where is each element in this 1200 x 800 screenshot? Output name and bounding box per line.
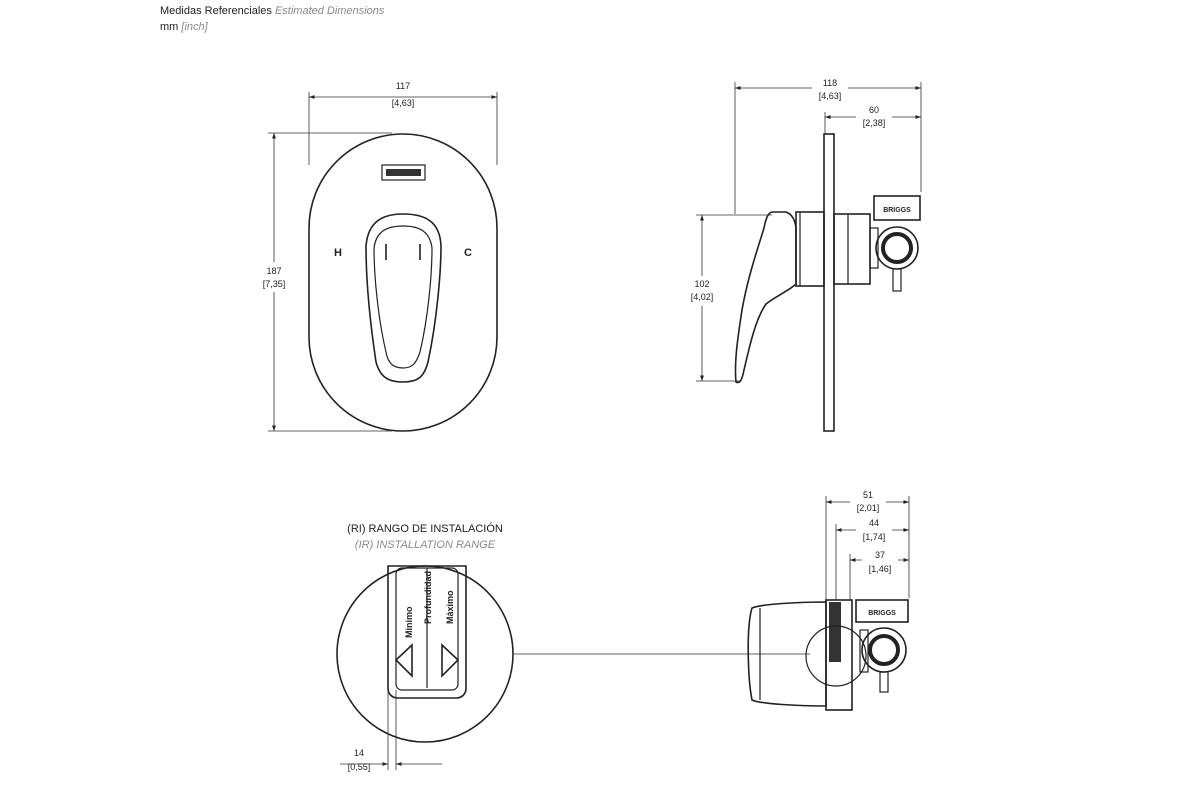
side-body-depth-mm: 60 (869, 105, 879, 115)
install-range-detail: (RI) RANGO DE INSTALACIÓN (IR) INSTALLAT… (336, 522, 810, 772)
install-range-title-es: (RI) RANGO DE INSTALACIÓN (347, 522, 503, 535)
side-total-depth-in: [4,63] (819, 91, 842, 101)
install-width-dimension: 14 [0,55] (340, 690, 442, 772)
install-brand-box (855, 599, 909, 623)
install-gauge-strip (829, 602, 841, 662)
install-valve-clip (859, 629, 869, 673)
detail-gauge-plate (387, 565, 467, 699)
front-width-in: [4,63] (392, 98, 415, 108)
side-outlet-pipe (892, 268, 902, 292)
side-view: 118 [4,63] 60 [2,38] 102 [4,02] (684, 76, 922, 432)
install-side-d2-in: [1,74] (863, 532, 886, 542)
gauge-label-max: Máximo (445, 590, 455, 624)
install-width-mm: 14 (354, 748, 364, 758)
front-height-mm: 187 (266, 266, 281, 276)
install-side-dim-44: 44 [1,74] (835, 517, 909, 600)
unit-mm: mm (160, 21, 179, 33)
install-side-d3-mm: 37 (875, 550, 885, 560)
logo-icon (386, 169, 421, 176)
side-valve-body (833, 213, 871, 285)
install-side-d3-in: [1,46] (869, 564, 892, 574)
side-valve-clip (869, 227, 879, 269)
cover-plate (308, 133, 498, 432)
install-side-d2-mm: 44 (869, 518, 879, 528)
install-side-dim-37: 37 [1,46] (849, 548, 909, 600)
side-valve-core (881, 232, 913, 264)
front-height-dimension: 187 [7,35] (256, 132, 392, 432)
install-protective-cap (747, 601, 827, 707)
gauge-label-min: Minimo (404, 606, 414, 638)
install-side-dim-51: 51 [2,01] (825, 488, 910, 600)
gauge-label-depth: Profundidad (423, 571, 433, 624)
side-handle-height-mm: 102 (694, 279, 709, 289)
side-total-depth-mm: 118 (823, 78, 837, 88)
header-title: Medidas Referenciales Estimated Dimensio… (160, 5, 384, 17)
gauge-triangle-max (441, 643, 460, 678)
side-handle-height-in: [4,02] (691, 292, 714, 302)
side-body-depth-in: [2,38] (863, 118, 886, 128)
install-wall-plate (825, 599, 853, 711)
hot-label: H (334, 247, 342, 259)
front-width-dimension: 117 [4,63] (308, 81, 498, 165)
lever-handle (365, 213, 442, 383)
lever-handle-inner (373, 225, 433, 369)
side-brand-box (873, 195, 921, 221)
install-detail-circle (805, 625, 867, 687)
side-wall-plate (823, 133, 835, 432)
side-total-depth-dimension: 118 [4,63] (734, 76, 922, 214)
front-height-in: [7,35] (263, 279, 286, 289)
install-width-in: [0,55] (348, 762, 371, 772)
side-body-depth-dimension: 60 [2,38] (824, 104, 921, 134)
header-title-es: Medidas Referenciales (160, 5, 272, 17)
front-view: 117 [4,63] 187 [7,35] H C (256, 81, 498, 432)
side-brand-mark: BRIGGS (883, 207, 911, 214)
install-side-d1-mm: 51 (863, 490, 873, 500)
unit-inch: [inch] (181, 21, 208, 33)
side-handle-height-dimension: 102 [4,02] (684, 214, 772, 382)
side-escutcheon (795, 211, 825, 287)
header-units: mm [inch] (160, 21, 208, 33)
cold-label: C (464, 247, 472, 259)
header-title-en: Estimated Dimensions (274, 5, 385, 17)
install-brand-mark: BRIGGS (868, 610, 896, 617)
install-outlet-pipe (879, 671, 889, 693)
install-range-title-en: (IR) INSTALLATION RANGE (355, 539, 496, 551)
install-side-d1-in: [2,01] (857, 503, 880, 513)
install-side-view: 51 [2,01] 44 [1,74] 37 [1,46] BRIGGS (747, 488, 910, 711)
side-handle-profile (734, 211, 797, 384)
front-width-mm: 117 (396, 81, 410, 91)
install-valve-core (868, 634, 900, 666)
gauge-triangle-min (394, 643, 413, 678)
